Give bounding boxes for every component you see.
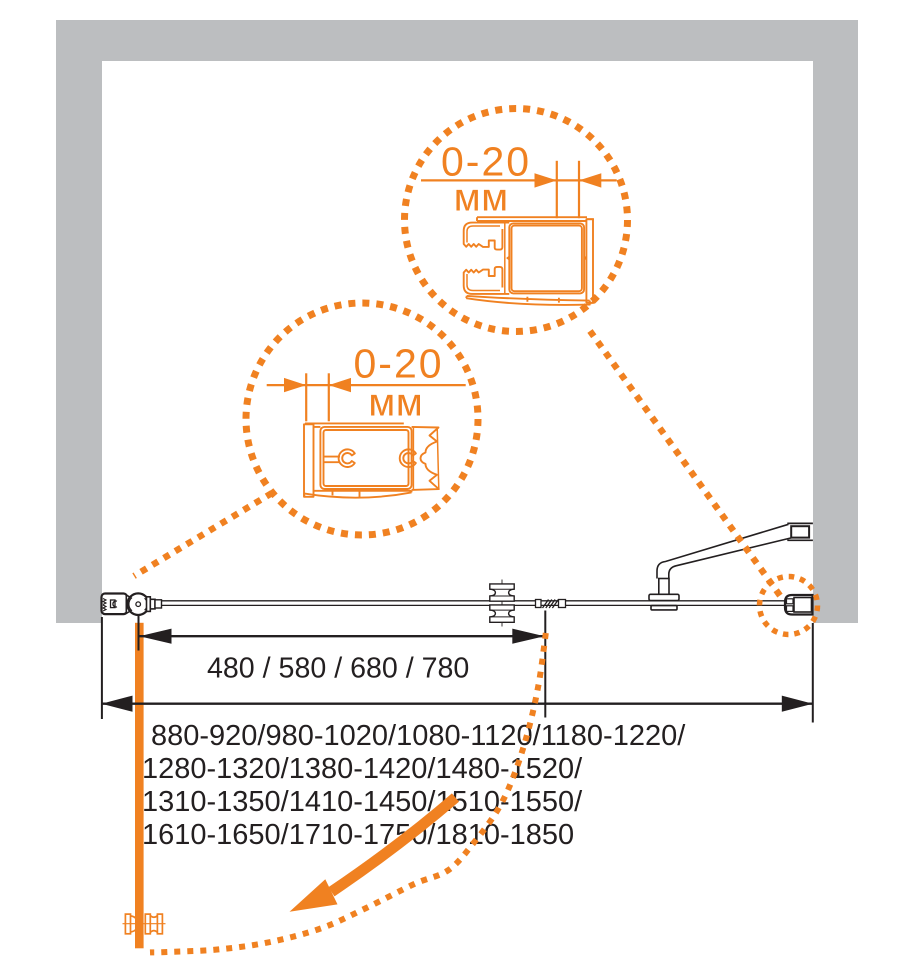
svg-text:мм: мм bbox=[454, 176, 509, 219]
svg-text:1310-1350/1410-1450/1510-1550/: 1310-1350/1410-1450/1510-1550/ bbox=[142, 786, 583, 818]
svg-text:0-20: 0-20 bbox=[441, 139, 531, 185]
svg-text:480 / 580 / 680 / 780: 480 / 580 / 680 / 780 bbox=[207, 653, 469, 685]
svg-text:880-920/980-1020/1080-1120/118: 880-920/980-1020/1080-1120/1180-1220/ bbox=[151, 720, 686, 752]
svg-text:0-20: 0-20 bbox=[354, 340, 444, 386]
svg-text:1610-1650/1710-1750/1810-1850: 1610-1650/1710-1750/1810-1850 bbox=[142, 819, 574, 851]
svg-text:1280-1320/1380-1420/1480-1520/: 1280-1320/1380-1420/1480-1520/ bbox=[142, 753, 583, 785]
svg-text:мм: мм bbox=[368, 381, 423, 424]
